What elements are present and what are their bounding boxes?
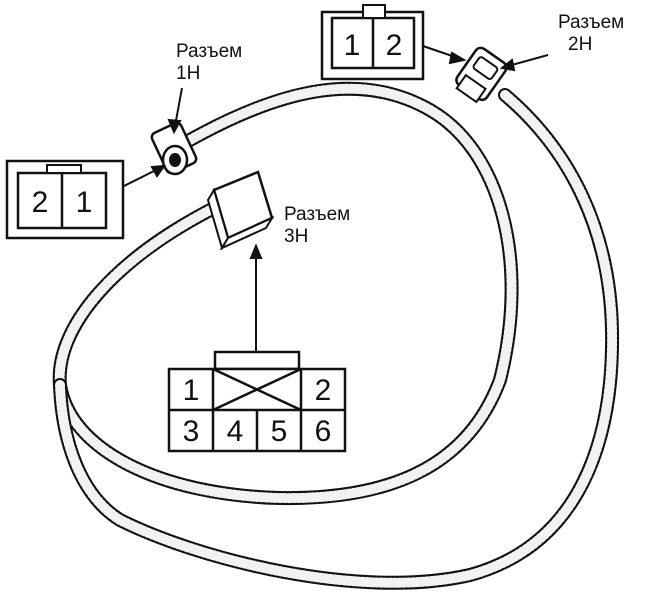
label-1h-title: Разъем	[176, 41, 243, 62]
label-1h: Разъем 1H	[176, 41, 242, 85]
arrow-1h	[119, 164, 167, 189]
connector-1h-body	[150, 121, 198, 176]
label-3h-title: Разъем	[284, 204, 351, 225]
pin-3h-5: 5	[271, 415, 288, 448]
label-2h-title: Разъем	[558, 12, 625, 33]
pin-3h-1: 1	[183, 374, 200, 407]
pinout-2h: 1 2	[320, 4, 425, 81]
arrow-2h-label	[499, 54, 549, 72]
label-2h: Разъем 2H	[558, 12, 624, 56]
harness-outer-branch	[53, 88, 620, 590]
pin-1h-a: 2	[32, 186, 49, 219]
arrow-2h	[422, 45, 467, 65]
label-2h-code: 2H	[568, 34, 593, 55]
arrow-3h	[249, 243, 263, 352]
label-3h-code: 3H	[284, 226, 309, 247]
harness-main-loop	[52, 81, 519, 506]
pinout-3h: 1 2 3 4 5 6	[167, 350, 347, 453]
pinout-1h: 2 1	[5, 159, 125, 240]
connector-3h-body	[206, 170, 275, 251]
arrow-1h-label	[167, 87, 183, 135]
label-1h-code: 1H	[176, 63, 201, 84]
connector-2h-body	[455, 46, 508, 104]
pin-2h-a: 1	[344, 29, 361, 62]
pin-3h-4: 4	[227, 415, 244, 448]
pin-3h-6: 6	[315, 415, 332, 448]
label-3h: Разъем 3H	[284, 204, 350, 248]
pin-2h-b: 2	[386, 29, 403, 62]
pin-3h-3: 3	[183, 415, 200, 448]
pin-1h-b: 1	[76, 186, 93, 219]
pin-3h-2: 2	[315, 374, 332, 407]
